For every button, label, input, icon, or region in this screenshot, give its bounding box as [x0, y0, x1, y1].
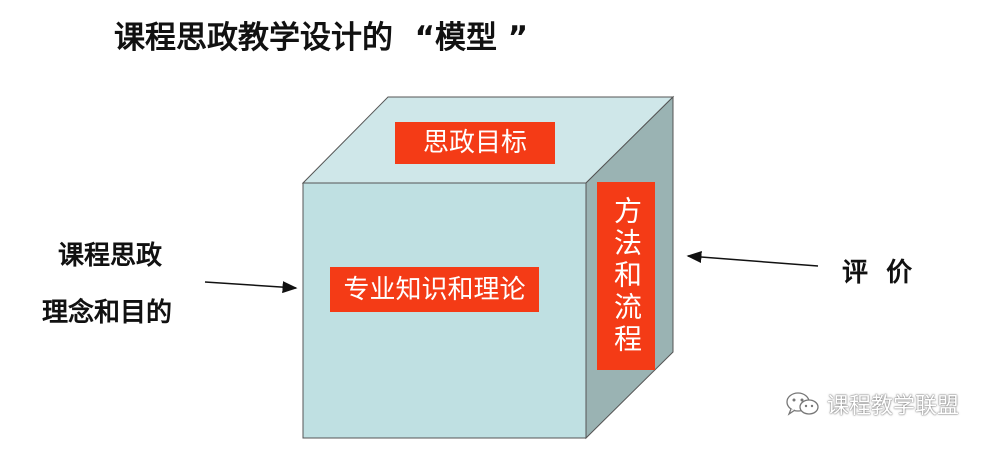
right-arrow [686, 251, 819, 267]
watermark-text: 课程教学联盟 [827, 394, 960, 419]
method-process-label: 方法和流程 [597, 182, 655, 370]
professional-knowledge-label: 专业知识和理论 [330, 267, 539, 312]
wechat-icon [786, 392, 819, 416]
concept-label-line1: 课程思政 [58, 241, 163, 271]
watermark: 课程教学联盟 [785, 388, 959, 420]
concept-label-line2: 理念和目的 [42, 298, 173, 328]
evaluation-label: 评 价 [842, 258, 913, 288]
ideological-goal-label: 思政目标 [395, 122, 555, 164]
page-title: 课程思政教学设计的 “模型 ” [114, 20, 529, 56]
left-arrow [204, 281, 298, 294]
